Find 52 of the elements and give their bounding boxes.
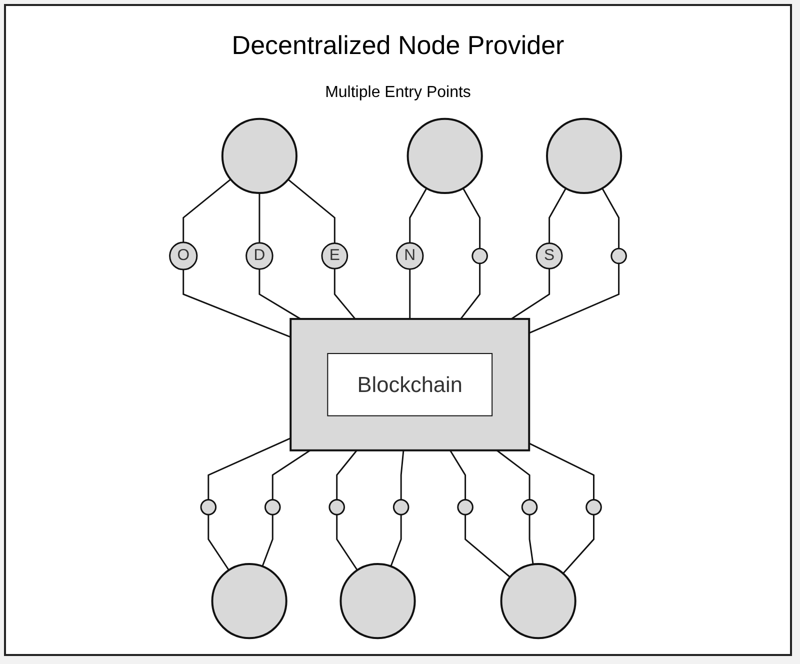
connector	[258, 269, 301, 320]
node-circle	[340, 563, 416, 640]
connector	[602, 188, 620, 249]
node-circle: E	[321, 242, 348, 270]
cluster	[290, 318, 530, 452]
connector	[334, 268, 356, 320]
connector	[450, 450, 466, 500]
connector	[288, 178, 336, 244]
node-circle	[546, 118, 622, 194]
node-circle	[392, 499, 410, 516]
node-circle	[200, 499, 217, 516]
diagram-title: Decentralized Node Provider	[230, 30, 566, 61]
connector	[182, 270, 291, 338]
connector	[528, 442, 594, 500]
connector	[510, 268, 550, 320]
connector	[528, 263, 620, 334]
connector	[464, 514, 510, 578]
node-circle	[264, 499, 281, 516]
node-circle	[406, 118, 483, 194]
connector	[390, 514, 402, 567]
connector	[182, 178, 232, 242]
node-circle	[521, 499, 538, 516]
connector	[562, 514, 594, 574]
node-circle	[610, 248, 627, 264]
node-circle: D	[246, 242, 274, 270]
node-circle	[457, 499, 474, 516]
node-circle	[472, 248, 488, 264]
node-box: Blockchain	[327, 353, 493, 416]
connector	[208, 438, 291, 500]
connector	[336, 450, 358, 500]
node-circle	[586, 499, 602, 516]
node-circle	[211, 563, 288, 640]
connector	[462, 188, 481, 249]
connector	[208, 514, 230, 571]
node-circle: O	[169, 242, 198, 270]
node-circle	[221, 118, 298, 194]
node-circle: N	[396, 242, 424, 270]
connector	[409, 269, 411, 319]
node-circle	[500, 563, 576, 640]
connector	[528, 514, 534, 564]
connector	[272, 450, 311, 500]
node-circle: S	[536, 242, 563, 270]
connector	[262, 514, 274, 567]
node-circle	[328, 499, 345, 516]
connector	[548, 188, 567, 244]
connector	[258, 193, 260, 243]
connector	[496, 450, 530, 500]
subtitle-text: Multiple Entry Points	[324, 84, 472, 102]
connector	[460, 263, 481, 320]
connector	[400, 450, 404, 500]
connector	[336, 514, 358, 571]
connector	[409, 188, 428, 243]
